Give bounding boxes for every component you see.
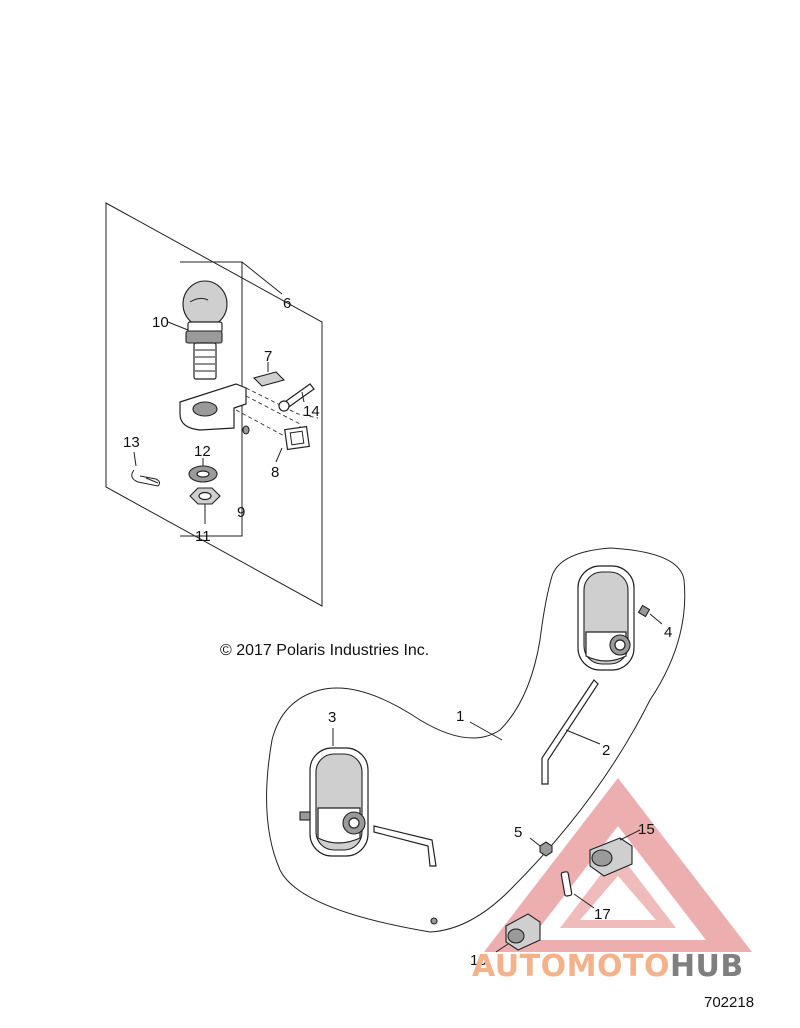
hitch-pin bbox=[278, 383, 315, 412]
mirror-clamp-lower bbox=[495, 913, 541, 953]
nut bbox=[189, 487, 221, 524]
watermark-text-part1: AUTOMOTO bbox=[472, 949, 670, 984]
mirror-rod-left bbox=[373, 825, 437, 867]
callout-9: 9 bbox=[237, 504, 245, 521]
callout-7: 7 bbox=[264, 348, 272, 365]
mirror-kit-group bbox=[266, 547, 686, 953]
callout-6: 6 bbox=[283, 295, 291, 312]
mirror-clamp-upper bbox=[589, 829, 641, 877]
left-mirror bbox=[299, 728, 369, 857]
mirror-bolt bbox=[560, 871, 595, 909]
figure-id: 702218 bbox=[704, 994, 754, 1011]
watermark-text-part2: HUB bbox=[670, 949, 744, 984]
watermark-triangle-icon bbox=[484, 778, 752, 952]
watermark-logo bbox=[484, 778, 752, 952]
watermark-inner-triangle-icon bbox=[560, 852, 676, 928]
callout-13: 13 bbox=[123, 434, 140, 451]
mirror-small-nut bbox=[430, 917, 438, 925]
hitch-kit-boundary bbox=[105, 202, 323, 607]
hitch-clip bbox=[131, 451, 161, 487]
mirror-nut bbox=[529, 837, 553, 857]
callout-5: 5 bbox=[514, 824, 522, 841]
watermark-text: AUTOMOTOHUB bbox=[472, 949, 744, 984]
callout-14: 14 bbox=[303, 403, 320, 420]
callout-12: 12 bbox=[194, 443, 211, 460]
callout-15: 15 bbox=[638, 821, 655, 838]
mirror-rod-right bbox=[541, 679, 601, 785]
hitch-kit-group bbox=[105, 202, 323, 607]
leader-6 bbox=[241, 261, 283, 295]
callout-1: 1 bbox=[456, 708, 464, 725]
callout-8: 8 bbox=[271, 464, 279, 481]
callout-10: 10 bbox=[152, 314, 169, 331]
right-mirror bbox=[577, 565, 663, 671]
ball-mount bbox=[179, 383, 247, 431]
decal bbox=[252, 362, 286, 387]
receiver-tube bbox=[235, 387, 319, 463]
callout-17: 17 bbox=[594, 906, 611, 923]
callout-4: 4 bbox=[664, 624, 672, 641]
mirror-kit-boundary bbox=[266, 547, 686, 933]
hitch-ball bbox=[167, 280, 228, 380]
callout-2: 2 bbox=[602, 742, 610, 759]
callout-11: 11 bbox=[195, 528, 211, 545]
callout-3: 3 bbox=[328, 709, 336, 726]
washer bbox=[188, 458, 218, 483]
leader-1 bbox=[469, 721, 503, 741]
copyright-text: © 2017 Polaris Industries Inc. bbox=[220, 642, 429, 659]
callout-16: 16 bbox=[470, 952, 487, 969]
